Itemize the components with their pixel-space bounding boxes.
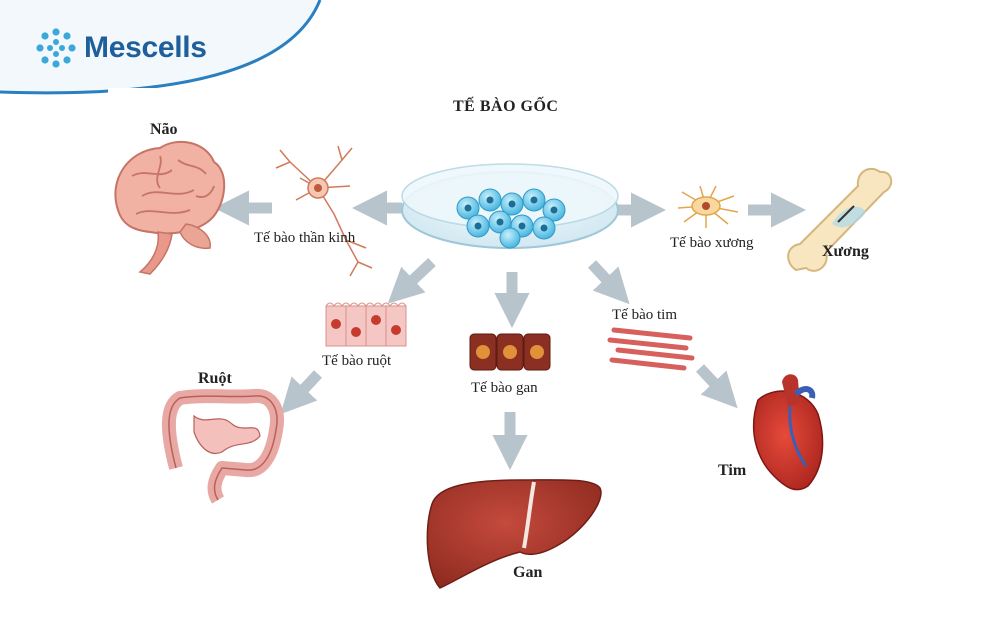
- organ-label-bone: Xương: [822, 243, 869, 260]
- petri-dish: [401, 163, 619, 249]
- bone-illustration: [787, 167, 893, 272]
- cell-label-liver: Tế bào gan: [471, 380, 538, 396]
- intestine-cells-illustration: [325, 302, 407, 347]
- brain-illustration: [114, 140, 226, 275]
- brand-logo[interactable]: Mescells: [34, 26, 207, 70]
- heart-illustration: [752, 374, 824, 491]
- organ-label-liver: Gan: [513, 564, 543, 581]
- intestine-illustration: [161, 388, 284, 504]
- organ-label-brain: Não: [150, 121, 178, 138]
- arrow-to-intestine: [280, 370, 323, 415]
- diagram-title: TẾ BÀO GỐC: [453, 98, 559, 115]
- cell-label-nerve: Tế bào thần kinh: [254, 230, 356, 246]
- arrow-to-heart: [695, 364, 738, 409]
- liver-illustration: [426, 479, 602, 589]
- differentiation-arrows: [213, 190, 807, 471]
- header-curve: [0, 0, 322, 95]
- organ-label-intestine: Ruột: [198, 370, 232, 387]
- cell-label-heart: Tế bào tim: [612, 307, 677, 323]
- arrow-to-heart-cell: [587, 260, 630, 305]
- liver-cells-illustration: [469, 333, 551, 371]
- nerve-cell-illustration: [275, 145, 373, 277]
- cell-label-bone: Tế bào xương: [670, 235, 754, 251]
- mescells-logo-icon: [36, 28, 76, 68]
- cell-label-intestine: Tế bào ruột: [322, 353, 392, 369]
- organ-label-heart: Tim: [718, 462, 747, 479]
- brand-name: Mescells: [84, 31, 207, 64]
- arrow-to-intestine-cell: [387, 257, 436, 304]
- bone-cell-illustration: [677, 185, 739, 228]
- heart-cells-illustration: [607, 327, 695, 371]
